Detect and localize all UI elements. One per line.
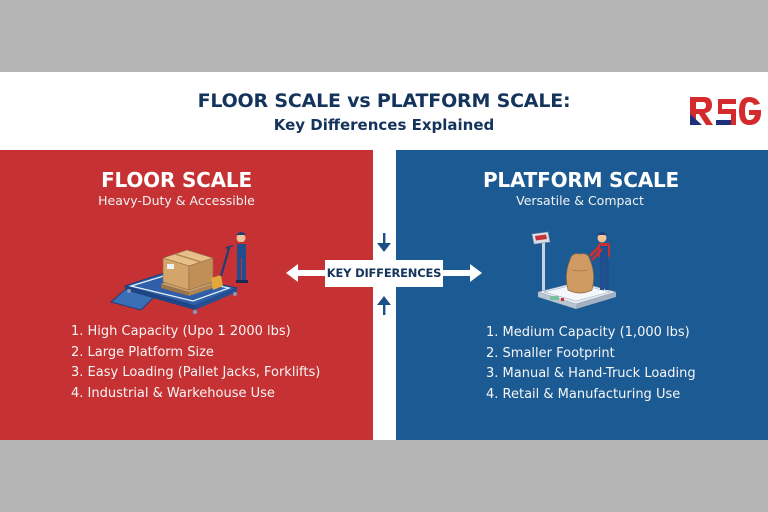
- floor-scale-panel: FLOOR SCALE Heavy-Duty & Accessible: [0, 150, 373, 440]
- platform-scale-illustration: [531, 231, 618, 309]
- key-differences-label: KEY DIFFERENCES: [325, 260, 443, 287]
- floor-scale-feature-list: 1. High Capacity (Upo 1 2000 lbs) 2. Lar…: [71, 322, 320, 404]
- page-title: FLOOR SCALE vs PLATFORM SCALE:: [197, 90, 571, 112]
- feature-item: 1. High Capacity (Upo 1 2000 lbs): [71, 324, 291, 339]
- center-divider: [373, 150, 396, 440]
- arrow-up-icon: [377, 296, 391, 315]
- feature-item: 3. Easy Loading (Pallet Jacks, Forklifts…: [71, 365, 321, 380]
- feature-item: 3. Manual & Hand-Truck Loading: [486, 366, 696, 381]
- platform-scale-subtitle: Versatile & Compact: [516, 193, 644, 208]
- feature-item: 4. Industrial & Warkehouse Use: [71, 385, 275, 401]
- arrow-left-icon: [286, 264, 328, 282]
- header: FLOOR SCALE vs PLATFORM SCALE: Key Diffe…: [0, 72, 768, 150]
- arrow-down-icon: [377, 233, 391, 252]
- page-subtitle: Key Differences Explained: [273, 116, 495, 134]
- rsg-logo: [690, 97, 761, 125]
- floor-scale-illustration: [109, 232, 248, 315]
- platform-scale-title: PLATFORM SCALE: [482, 168, 680, 192]
- feature-item: 2. Large Platform Size: [71, 344, 214, 360]
- feature-item: 2. Smaller Footprint: [486, 345, 615, 361]
- floor-scale-subtitle: Heavy-Duty & Accessible: [98, 193, 255, 208]
- platform-scale-feature-list: 1. Medium Capacity (1,000 lbs) 2. Smalle…: [486, 323, 696, 405]
- arrow-right-icon: [440, 264, 482, 282]
- feature-item: 4. Retail & Manufacturing Use: [486, 386, 681, 402]
- feature-item: 1. Medium Capacity (1,000 lbs): [486, 325, 690, 340]
- floor-scale-title: FLOOR SCALE: [101, 168, 252, 192]
- platform-scale-panel: PLATFORM SCALE Versatile & Compact: [396, 150, 768, 440]
